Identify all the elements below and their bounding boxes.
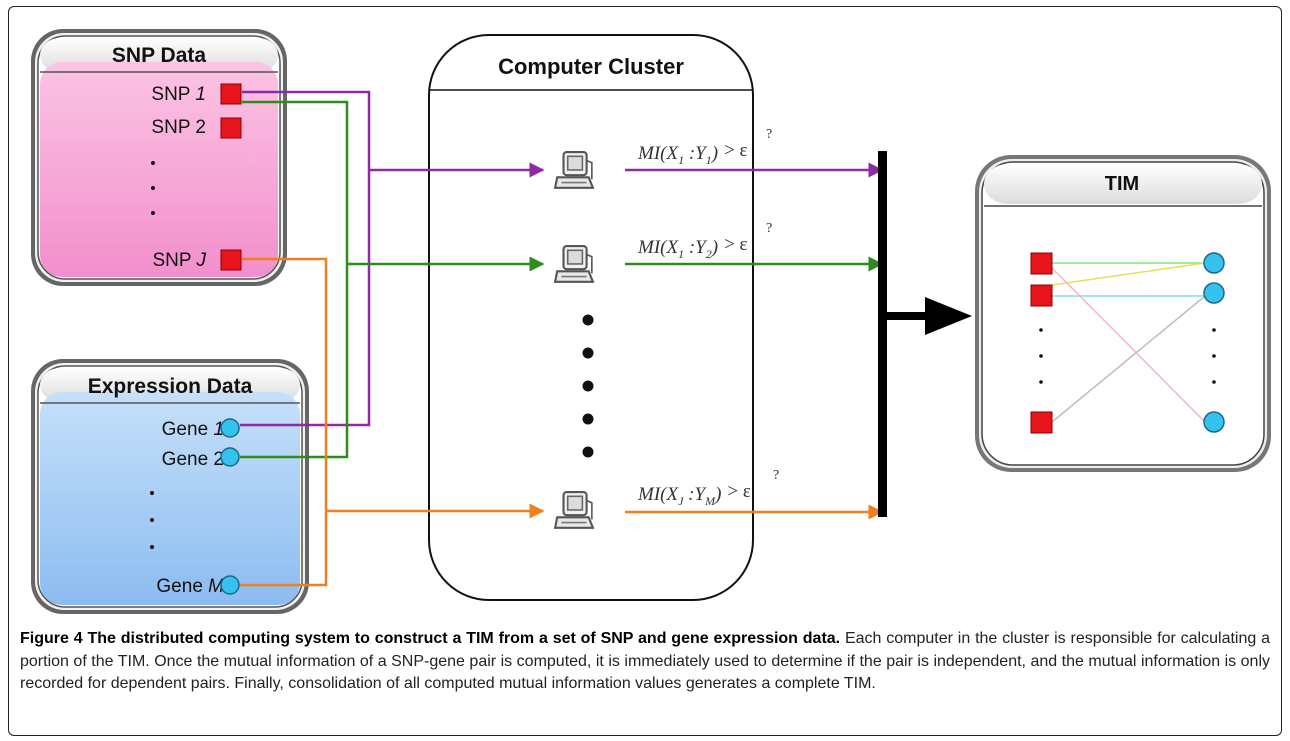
ellipsis-dot bbox=[1212, 354, 1216, 358]
formula-2: MI(X1 :Y2)> ε ? bbox=[637, 221, 772, 261]
ellipsis-dot bbox=[582, 413, 594, 425]
ellipsis-dot bbox=[150, 518, 154, 522]
figure-caption: Figure 4 The distributed computing syste… bbox=[20, 628, 1270, 696]
tim-box: TIM bbox=[975, 155, 1271, 472]
diagram: SNP Data SNP 1 SNP 2 SNP J Expression Da… bbox=[31, 29, 1271, 614]
tim-snp-marker-icon bbox=[1030, 411, 1053, 434]
gene-row-2: Gene 2 bbox=[162, 449, 224, 470]
gene-m-marker-icon bbox=[220, 575, 240, 595]
gene-row-m: Gene M bbox=[156, 576, 224, 597]
ellipsis-dot bbox=[1039, 354, 1043, 358]
ellipsis-dot bbox=[582, 446, 594, 458]
ellipsis-dot bbox=[582, 380, 594, 392]
purple-connection bbox=[240, 90, 545, 427]
snp-row-j: SNP J bbox=[152, 250, 206, 271]
svg-text:?: ? bbox=[766, 221, 772, 236]
snp-box-title: SNP Data bbox=[112, 44, 206, 67]
snp-j-marker-icon bbox=[220, 249, 242, 271]
ellipsis-dot bbox=[151, 211, 155, 215]
svg-text:MI(XJ :YM)> ε: MI(XJ :YM)> ε bbox=[637, 481, 751, 508]
svg-text:MI(X1 :Y2)> ε: MI(X1 :Y2)> ε bbox=[637, 234, 748, 261]
snp-2-marker-icon bbox=[220, 117, 242, 139]
gene-1-marker-icon bbox=[220, 418, 240, 438]
ellipsis-dot bbox=[1039, 380, 1043, 384]
caption-title: Figure 4 The distributed computing syste… bbox=[20, 630, 841, 647]
snp-row-2: SNP 2 bbox=[151, 117, 206, 138]
tim-network bbox=[1030, 252, 1225, 434]
snp-1-marker-icon bbox=[220, 83, 242, 105]
ellipsis-dot bbox=[582, 314, 594, 326]
expression-box-title: Expression Data bbox=[88, 375, 253, 398]
svg-text:MI(X1 :Y1)> ε: MI(X1 :Y1)> ε bbox=[637, 140, 748, 167]
svg-text:?: ? bbox=[773, 468, 779, 483]
figure-frame bbox=[8, 6, 1282, 736]
cluster-ellipsis bbox=[582, 314, 594, 458]
ellipsis-dot bbox=[150, 491, 154, 495]
tim-edge bbox=[1051, 267, 1206, 423]
tim-edge bbox=[1051, 262, 1206, 286]
consolidation-arrow-head-icon bbox=[925, 297, 972, 335]
green-connection bbox=[240, 100, 545, 459]
consolidation-bar bbox=[878, 151, 887, 517]
ellipsis-dot bbox=[151, 161, 155, 165]
tim-snp-marker-icon bbox=[1030, 284, 1053, 307]
caption-body: Each computer in the cluster is responsi… bbox=[20, 630, 1270, 692]
cluster-box-title: Computer Cluster bbox=[498, 54, 684, 79]
ellipsis-dot bbox=[1212, 328, 1216, 332]
gene-2-marker-icon bbox=[220, 447, 240, 467]
expression-data-box: Expression Data Gene 1 Gene 2 Gene M bbox=[31, 359, 309, 614]
tim-snp-marker-icon bbox=[1030, 252, 1053, 275]
snp-row-1: SNP 1 bbox=[151, 84, 206, 105]
orange-connection bbox=[240, 257, 545, 587]
tim-gene-marker-icon bbox=[1203, 411, 1225, 433]
tim-gene-marker-icon bbox=[1203, 252, 1225, 274]
tim-box-title: TIM bbox=[1105, 173, 1139, 195]
ellipsis-dot bbox=[150, 545, 154, 549]
formula-1: MI(X1 :Y1)> ε ? bbox=[637, 127, 772, 167]
tim-gene-marker-icon bbox=[1203, 282, 1225, 304]
snp-data-box: SNP Data SNP 1 SNP 2 SNP J bbox=[31, 29, 287, 286]
tim-edge bbox=[1051, 295, 1206, 423]
gene-row-1: Gene 1 bbox=[162, 419, 224, 440]
formula-m: MI(XJ :YM)> ε ? bbox=[637, 468, 779, 508]
svg-text:?: ? bbox=[766, 127, 772, 142]
ellipsis-dot bbox=[151, 186, 155, 190]
ellipsis-dot bbox=[1212, 380, 1216, 384]
ellipsis-dot bbox=[582, 347, 594, 359]
ellipsis-dot bbox=[1039, 328, 1043, 332]
